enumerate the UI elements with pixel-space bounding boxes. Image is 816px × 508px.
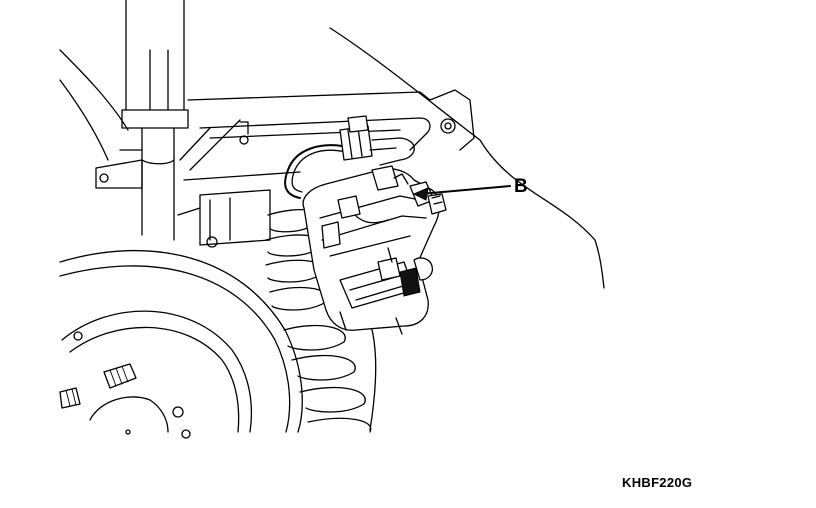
figure-code: KHBF220G bbox=[622, 475, 693, 490]
brake-caliper bbox=[302, 165, 447, 335]
suspension-bracket bbox=[177, 117, 431, 248]
callout-b: B bbox=[412, 176, 528, 201]
brake-disc bbox=[59, 249, 303, 439]
wheel-studs bbox=[59, 363, 137, 409]
brake-hose bbox=[284, 115, 415, 199]
wheel-arch bbox=[59, 27, 605, 289]
strut-assembly bbox=[95, 0, 189, 241]
callout-b-label: B bbox=[514, 176, 528, 197]
